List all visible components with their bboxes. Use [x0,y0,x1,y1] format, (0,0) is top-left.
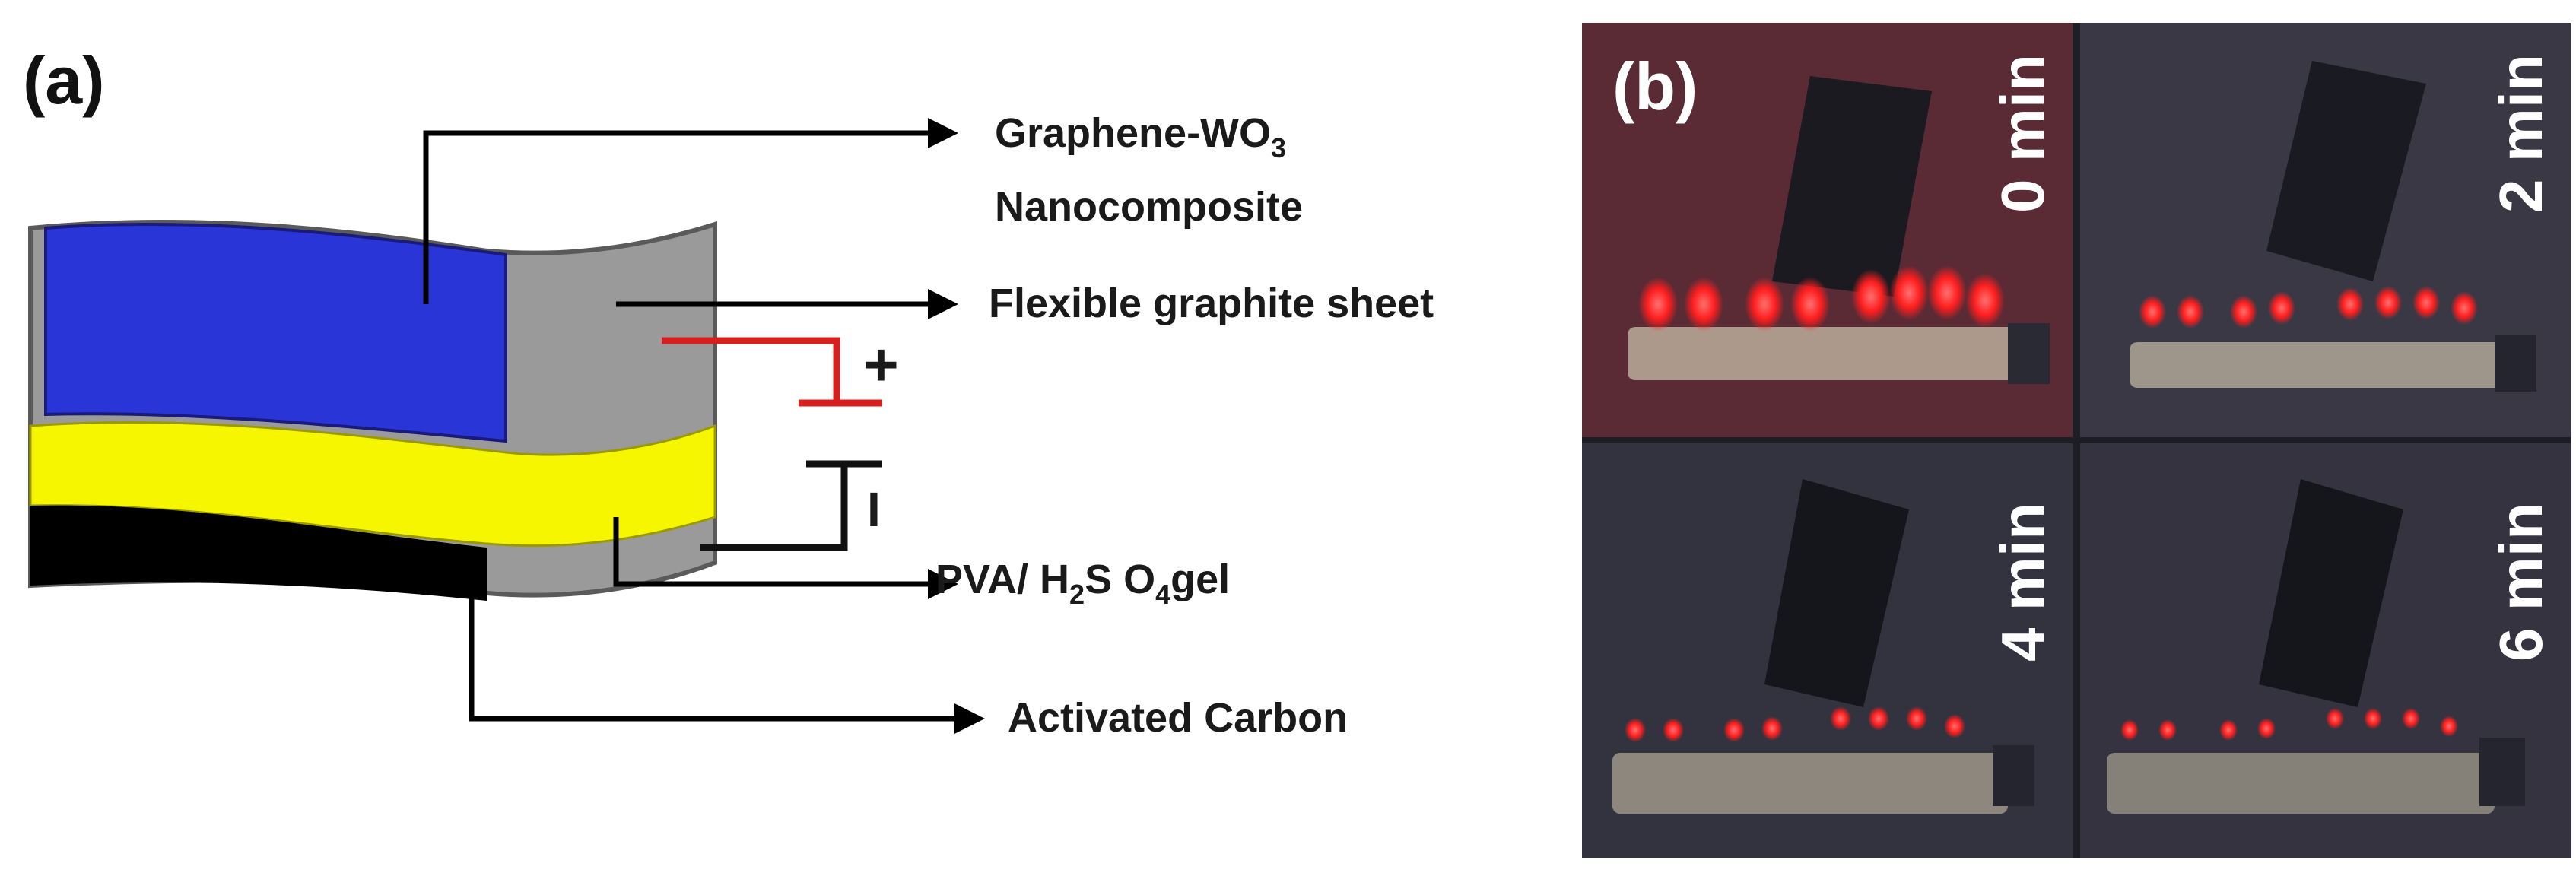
led-6min-2 [2158,719,2177,741]
nanocomposite-label: Nanocomposite [995,184,1304,230]
graphite-sheet-label: Flexible graphite sheet [989,281,1434,326]
led-2min-4 [2268,291,2295,325]
graphene-leader [423,130,935,304]
led-strip-4min [1612,753,2008,814]
led-0min-3 [1745,277,1784,332]
led-0min-4 [1790,277,1830,332]
led-2min-8 [2451,291,2478,325]
graphene-label-subscript: 3 [1271,132,1287,163]
led-0min-2 [1684,277,1723,332]
led-6min-7 [2402,708,2420,729]
led-4min-8 [1944,714,1965,738]
panel-a-label: (a) [23,43,105,118]
leds-4min [1625,706,1965,742]
timestamp-2min: 2 min [2487,54,2555,213]
led-4min-4 [1761,716,1783,741]
graphene-wo3-layer [44,222,507,443]
activated-carbon-layer [30,505,487,601]
graphene-label: Graphene-WO3 [995,110,1286,162]
pva-leader [613,517,935,587]
led-0min-5 [1851,269,1891,324]
led-0min-7 [1927,265,1967,320]
callout-lines [423,130,958,722]
led-0min-6 [1889,265,1929,320]
led-4min-6 [1868,706,1889,731]
strip-end-6min [2479,738,2525,806]
pva-label-mid: S O [1085,557,1156,602]
positive-lead [662,337,882,407]
pva-gel-label: PVA/ H2S O4gel [935,557,1231,608]
led-2min-2 [2177,295,2204,328]
led-6min-8 [2440,716,2458,737]
arrowheads [928,118,985,734]
minus-terminal: I [867,482,881,537]
timestamp-0min: 0 min [1989,54,2057,213]
device-4min [1764,479,1909,707]
graphene-label-text: Graphene-WO [995,110,1272,156]
pva-arrowhead [928,569,958,599]
pva-label-suffix: gel [1170,557,1231,602]
activated-carbon-label: Activated Carbon [1008,695,1348,741]
led-photo-grid: (b) 0 min 2 min 4 min 6 min [1582,23,2571,858]
led-4min-7 [1906,706,1927,731]
graphene-arrowhead [928,118,958,148]
device-0min [1772,76,1932,297]
strip-end-2min [2495,335,2536,392]
strip-end-4min [1993,745,2034,806]
led-6min-3 [2219,719,2238,741]
led-0min-1 [1638,277,1678,332]
strip-end-0min [2008,323,2050,384]
led-2min-5 [2336,287,2364,321]
led-6min-4 [2257,718,2276,739]
led-strip-2min [2130,342,2517,388]
horizontal-divider [1582,437,2571,443]
pva-label-subscript-2: 4 [1155,579,1171,610]
plus-terminal: + [863,331,899,398]
led-4min-1 [1625,718,1646,742]
led-6min-6 [2364,708,2382,729]
led-2min-6 [2374,286,2402,319]
timestamp-6min: 6 min [2487,503,2555,662]
negative-lead [700,460,882,551]
pva-label-prefix: PVA/ H [935,557,1070,602]
device-6min [2259,479,2403,707]
carbon-arrowhead [954,703,985,734]
led-photo-drawing [1582,23,2571,858]
leds-0min [1638,265,2005,332]
pva-gel-layer [29,421,716,548]
graphite-arrowhead [928,289,958,319]
led-6min-5 [2326,708,2344,729]
timestamp-4min: 4 min [1989,503,2057,662]
device-2min [2266,61,2426,281]
led-2min-1 [2139,295,2166,328]
led-2min-7 [2412,286,2440,319]
led-4min-3 [1723,718,1745,742]
led-4min-2 [1663,718,1684,742]
carbon-leader [469,593,958,722]
led-0min-8 [1965,273,2005,328]
led-4min-5 [1830,706,1851,731]
pva-label-subscript-1: 2 [1069,579,1085,610]
led-6min-1 [2120,719,2139,741]
led-strip-6min [2107,753,2495,814]
led-2min-3 [2230,295,2257,328]
led-strip-0min [1628,327,2038,380]
panel-b-label: (b) [1612,49,1698,124]
leds-6min [2120,708,2458,741]
leds-2min [2139,286,2478,328]
